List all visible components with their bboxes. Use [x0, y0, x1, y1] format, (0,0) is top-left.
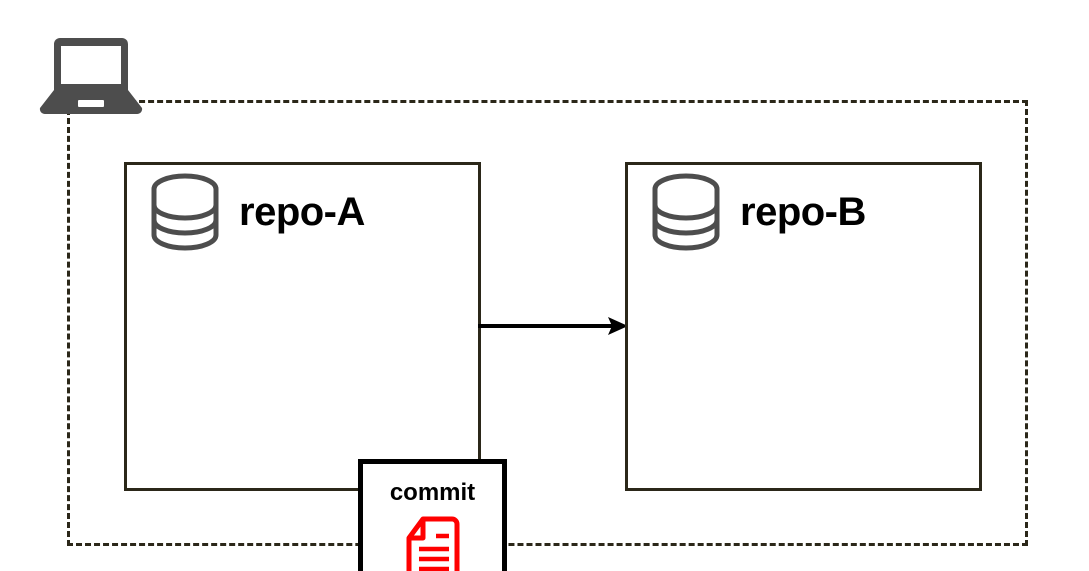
repo-label: repo-B [740, 190, 866, 234]
database-cylinder-icon [652, 173, 720, 251]
repo-box-repo-b[interactable]: repo-B commit [625, 162, 982, 491]
database-cylinder-icon [151, 173, 219, 251]
commit-box-repo-a[interactable]: commit [358, 459, 507, 571]
repo-header-repo-b: repo-B [650, 173, 866, 251]
commit-transfer-arrow [478, 317, 628, 335]
repo-header-repo-a: repo-A [149, 173, 365, 251]
repo-box-repo-a[interactable]: repo-A commit [124, 162, 507, 571]
commit-label: commit [389, 479, 476, 506]
laptop-icon [39, 38, 143, 115]
local-machine-boundary [67, 100, 1028, 546]
document-icon [406, 516, 459, 571]
repo-label: repo-A [239, 190, 365, 234]
